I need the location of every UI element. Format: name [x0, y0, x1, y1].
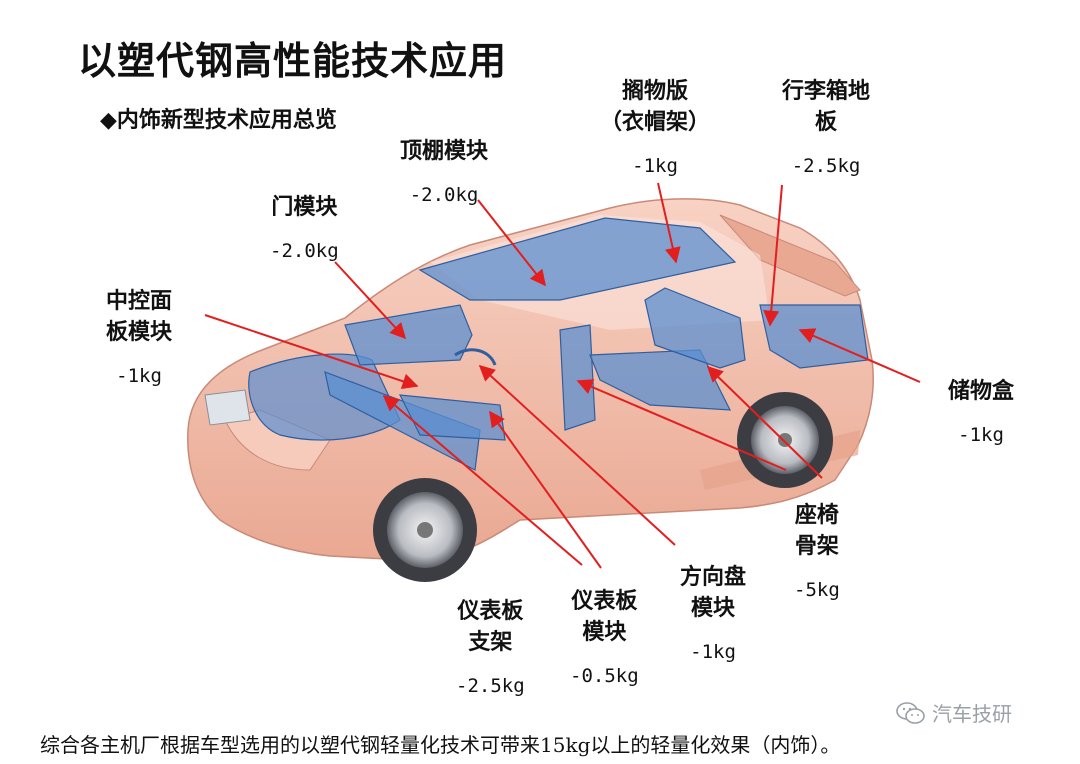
arrow-trunk-floor — [763, 184, 783, 327]
label-steering-wheel-weight: -1kg — [690, 641, 736, 663]
arrow-parcel-shelf — [657, 182, 681, 264]
label-ip-bracket-weight: -2.5kg — [456, 675, 525, 697]
label-ip-bracket: 仪表板 支架 -2.5kg — [456, 596, 525, 702]
arrow-door — [334, 261, 407, 340]
label-trunk-floor-line1: 行李箱地 — [782, 78, 871, 104]
headliner-shape — [418, 217, 737, 301]
parcel-shelf-shape — [644, 287, 746, 369]
watermark: 汽车技研 — [896, 698, 1012, 727]
label-storage-box-weight: -1kg — [958, 424, 1004, 446]
label-trunk-floor-weight: -2.5kg — [791, 155, 861, 177]
arrow-ip-bracket — [382, 394, 583, 566]
label-headliner-name: 顶棚模块 — [400, 138, 489, 164]
door-module-shape — [344, 304, 473, 366]
label-trunk-floor: 行李箱地 板 -2.5kg — [782, 76, 870, 182]
front-wheel — [373, 478, 477, 582]
arrow-headliner — [477, 199, 546, 287]
wechat-icon — [896, 702, 925, 724]
label-door: 门模块 -2.0kg — [270, 192, 339, 267]
arrow-ip-module — [489, 410, 602, 569]
seat-frame-shape — [559, 324, 596, 431]
label-headliner-weight: -2.0kg — [409, 184, 479, 206]
label-seat-frame: 座椅 骨架 -5kg — [794, 500, 840, 606]
label-ip-module-weight: -0.5kg — [570, 665, 639, 687]
label-parcel-shelf-line2: （衣帽架） — [600, 109, 711, 135]
label-steering-wheel-line1: 方向盘 — [680, 564, 747, 590]
label-ip-module: 仪表板 模块 -0.5kg — [570, 586, 639, 692]
label-storage-box-name: 储物盒 — [948, 378, 1015, 404]
label-ip-bracket-line1: 仪表板 — [457, 598, 524, 624]
label-steering-wheel-line2: 模块 — [691, 595, 736, 621]
label-storage-box: 储物盒 -1kg — [948, 376, 1014, 451]
label-center-console: 中控面 板模块 -1kg — [106, 286, 172, 392]
label-parcel-shelf-line1: 搁物版 — [622, 78, 689, 104]
arrow-steering-wheel — [478, 364, 676, 546]
label-parcel-shelf-weight: -1kg — [632, 155, 678, 177]
label-trunk-floor-line2: 板 — [815, 109, 838, 135]
arrow-storage-box — [798, 328, 921, 383]
label-ip-bracket-line2: 支架 — [468, 629, 513, 655]
arrow-seat-frame — [706, 365, 823, 479]
label-ip-module-line1: 仪表板 — [571, 588, 638, 614]
page-title: 以塑代钢高性能技术应用 — [78, 39, 508, 83]
label-center-console-line2: 板模块 — [106, 319, 173, 345]
label-steering-wheel: 方向盘 模块 -1kg — [680, 562, 746, 668]
section-subtitle: ◆内饰新型技术应用总览 — [100, 108, 337, 133]
label-door-weight: -2.0kg — [270, 240, 339, 262]
label-headliner: 顶棚模块 -2.0kg — [400, 136, 488, 211]
label-center-console-line1: 中控面 — [106, 288, 173, 314]
watermark-text: 汽车技研 — [932, 702, 1012, 726]
hood-panel-shape — [248, 353, 401, 441]
footer-note: 综合各主机厂根据车型选用的以塑代钢轻量化技术可带来15kg以上的轻量化效果（内饰… — [40, 733, 841, 757]
label-seat-frame-weight: -5kg — [794, 579, 840, 601]
arrow-seat-frame-2 — [576, 379, 787, 471]
arrow-center-console — [204, 314, 419, 390]
steering-wheel-shape — [454, 348, 497, 366]
label-parcel-shelf: 搁物版 （衣帽架） -1kg — [600, 76, 710, 182]
label-center-console-weight: -1kg — [116, 365, 162, 387]
label-seat-frame-line1: 座椅 — [794, 502, 839, 528]
label-seat-frame-line2: 骨架 — [794, 533, 839, 559]
label-door-name: 门模块 — [271, 194, 338, 220]
label-ip-module-line2: 模块 — [582, 619, 627, 645]
